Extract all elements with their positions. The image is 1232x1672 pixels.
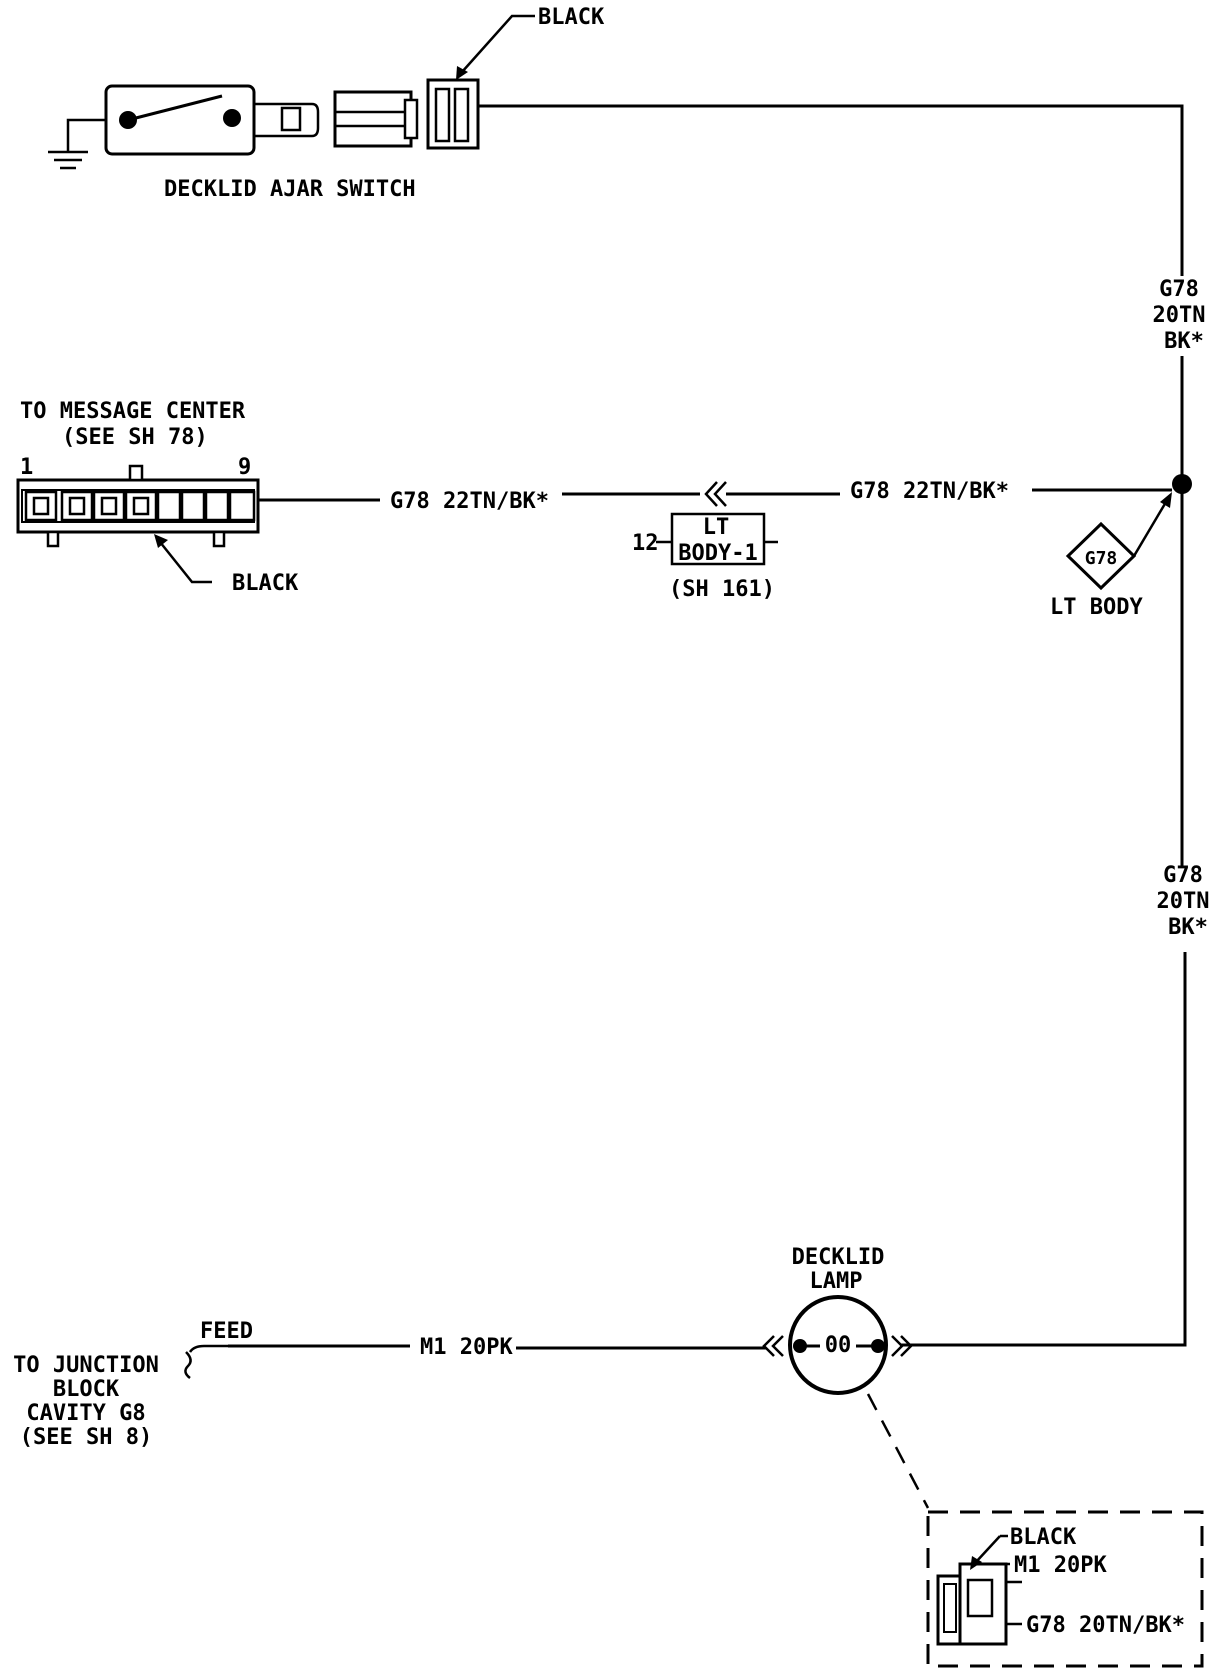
junction-block-ref: TO JUNCTION BLOCK CAVITY G8 (SEE SH 8) (13, 1353, 159, 1450)
inline-connector-lt-body-1: 12 LT BODY-1 (SH 161) (632, 512, 778, 602)
wire-code: G78 (1159, 277, 1199, 302)
wire-left-label: G78 22TN/BK* (390, 489, 549, 514)
wire-tracer: BK* (1164, 329, 1204, 354)
inset-connector-color: BLACK (1010, 1525, 1077, 1550)
wire-middle-label: G78 22TN/BK* (850, 479, 1009, 504)
message-center-connector: TO MESSAGE CENTER (SEE SH 78) 1 9 BLACK (16, 399, 299, 596)
message-center-ref: (SEE SH 78) (62, 425, 208, 450)
inset-wire-2: G78 20TN/BK* (1026, 1613, 1185, 1638)
connector-pin: 12 (632, 531, 659, 556)
splice-point (1172, 474, 1192, 494)
wire-label-right-upper: G78 20TN BK* (1153, 277, 1206, 354)
switch-label: DECKLID AJAR SWITCH (164, 177, 416, 202)
wire-top (478, 104, 1184, 276)
pin-last: 9 (238, 455, 251, 480)
wire-right-low (900, 952, 1187, 1347)
switch-connector-color: BLACK (538, 5, 605, 30)
lamp-symbol: 00 (825, 1333, 852, 1358)
connector-ref: (SH 161) (669, 577, 775, 602)
wire-bottom-label: M1 20PK (420, 1335, 513, 1360)
wire-tracer: BK* (1168, 915, 1208, 940)
inset-wire-1: M1 20PK (1014, 1553, 1107, 1578)
off-page-connector-symbol (184, 1351, 192, 1379)
message-center-label: TO MESSAGE CENTER (20, 399, 246, 424)
ground-location: LT BODY (1050, 595, 1143, 620)
connector-line2: BODY-1 (678, 541, 757, 566)
junction-line1: TO JUNCTION (13, 1353, 159, 1378)
message-center-connector-color: BLACK (232, 571, 299, 596)
inline-connector-symbol (704, 481, 727, 507)
wire-gauge-color: 20TN (1157, 889, 1210, 914)
decklid-ajar-switch: BLACK DECKLID AJAR SWITCH (48, 5, 605, 202)
lamp-connector-inset: BLACK M1 20PK G78 20TN/BK* (926, 1510, 1204, 1668)
pin-first: 1 (20, 455, 33, 480)
wire-code: G78 (1163, 863, 1203, 888)
ground-point-g78: G78 LT BODY (1050, 492, 1172, 620)
lamp-label-2: LAMP (810, 1269, 863, 1294)
ground-code: G78 (1085, 548, 1118, 569)
lamp-label-1: DECKLID (792, 1245, 885, 1270)
junction-line4: (SEE SH 8) (20, 1425, 152, 1450)
wire-label-right-lower: G78 20TN BK* (1157, 863, 1210, 940)
junction-line2: BLOCK (53, 1377, 120, 1402)
junction-line3: CAVITY G8 (26, 1401, 145, 1426)
feed-lead (188, 1344, 228, 1353)
connector-line1: LT (703, 515, 730, 540)
decklid-lamp: DECKLID LAMP 00 (762, 1245, 930, 1509)
wire-gauge-color: 20TN (1153, 303, 1206, 328)
feed-label: FEED (200, 1319, 253, 1344)
